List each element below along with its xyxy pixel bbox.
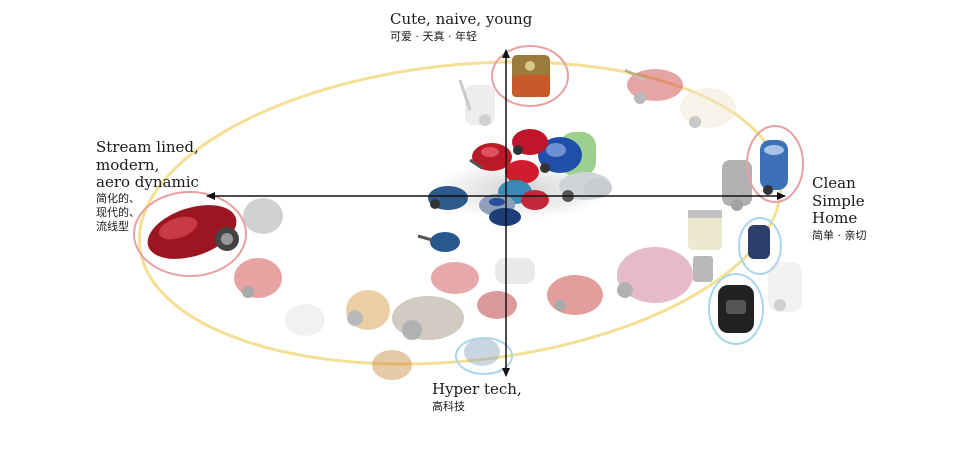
axis-label-bottom-en: Hyper tech, bbox=[432, 380, 522, 398]
highlight-circle-right-mid bbox=[738, 217, 782, 275]
axes bbox=[206, 49, 786, 377]
vacuum-cleaner-icon bbox=[547, 275, 603, 315]
highlight-circle-right-low bbox=[708, 273, 764, 345]
highlight-circle-right-top bbox=[746, 125, 804, 203]
vacuum-cleaner-icon bbox=[688, 210, 722, 250]
vacuum-cleaner-icon bbox=[431, 262, 479, 294]
central-vacuum-cluster bbox=[417, 129, 612, 252]
vacuum-cleaner-icon bbox=[693, 256, 713, 282]
vacuum-cleaner-icon bbox=[372, 350, 412, 380]
axis-label-bottom: Hyper tech, 高科技 bbox=[432, 380, 522, 414]
vacuum-cleaner-icon bbox=[346, 290, 390, 330]
vacuum-cleaner-icon bbox=[392, 296, 464, 340]
axis-label-left-zh-3: 流线型 bbox=[96, 220, 129, 233]
vacuum-cleaner-icon bbox=[477, 258, 535, 319]
axis-label-right: Clean Simple Home 简单 · 亲切 bbox=[812, 174, 867, 243]
vacuum-cleaner-icon bbox=[512, 129, 548, 155]
vacuum-cleaner-icon bbox=[234, 258, 282, 298]
axis-label-left-en-1: Stream lined, bbox=[96, 138, 199, 156]
axis-label-left-en-2: modern, bbox=[96, 155, 160, 174]
vacuum-cleaner-icon bbox=[417, 232, 460, 252]
highlight-circle-bottom bbox=[455, 337, 513, 375]
vacuum-cleaner-icon bbox=[489, 208, 521, 226]
vacuum-cleaner-icon bbox=[428, 186, 468, 210]
axis-label-top: Cute, naive, young 可爱 · 天真 · 年轻 bbox=[390, 10, 533, 44]
axis-label-bottom-zh: 高科技 bbox=[432, 399, 465, 413]
vacuum-cleaner-icon bbox=[538, 137, 582, 173]
vacuum-cleaner-icon bbox=[505, 160, 539, 184]
highlighted-vacuum-group bbox=[147, 55, 788, 333]
axis-label-right-en-2: Simple bbox=[812, 191, 865, 210]
vacuum-cleaner-icon bbox=[624, 68, 683, 104]
highlight-circle-top bbox=[491, 45, 569, 107]
vacuum-cleaner-icon bbox=[147, 205, 239, 259]
axis-label-top-en: Cute, naive, young bbox=[390, 10, 533, 28]
axis-label-right-en-1: Clean bbox=[812, 174, 856, 192]
vacuum-cleaner-icon bbox=[584, 178, 612, 198]
vacuum-cleaner-icon bbox=[512, 55, 550, 97]
vacuum-cleaner-icon bbox=[768, 262, 802, 312]
highlight-circle-left bbox=[133, 191, 247, 277]
vacuum-cleaner-icon bbox=[464, 338, 500, 366]
vacuum-cleaner-icon bbox=[760, 140, 788, 195]
axis-label-top-zh: 可爱 · 天真 · 年轻 bbox=[390, 29, 477, 43]
axis-label-left-zh-1: 简化的、 bbox=[96, 192, 140, 206]
peripheral-vacuum-group bbox=[234, 68, 802, 380]
vacuum-cleaner-icon bbox=[718, 285, 754, 333]
highlight-circles bbox=[133, 45, 804, 375]
vacuum-cleaner-icon bbox=[243, 198, 283, 234]
axis-label-right-zh: 简单 · 亲切 bbox=[812, 229, 867, 243]
vacuum-cleaner-icon bbox=[617, 247, 693, 303]
vacuum-cleaner-icon bbox=[458, 79, 495, 126]
axis-label-left-en-3: aero dynamic bbox=[96, 173, 199, 192]
axis-label-left: Stream lined, modern, aero dynamic 简化的、 … bbox=[96, 138, 199, 234]
vacuum-cleaner-icon bbox=[469, 143, 512, 171]
vacuum-cleaner-icon bbox=[748, 225, 770, 259]
vacuum-cleaner-icon bbox=[722, 160, 752, 211]
vacuum-cleaner-icon bbox=[285, 304, 325, 336]
vacuum-cleaner-icon bbox=[680, 88, 736, 128]
vacuum-cleaner-icon bbox=[521, 190, 549, 210]
axis-label-left-zh-2: 现代的、 bbox=[96, 206, 140, 220]
axis-label-right-en-3: Home bbox=[812, 209, 858, 228]
